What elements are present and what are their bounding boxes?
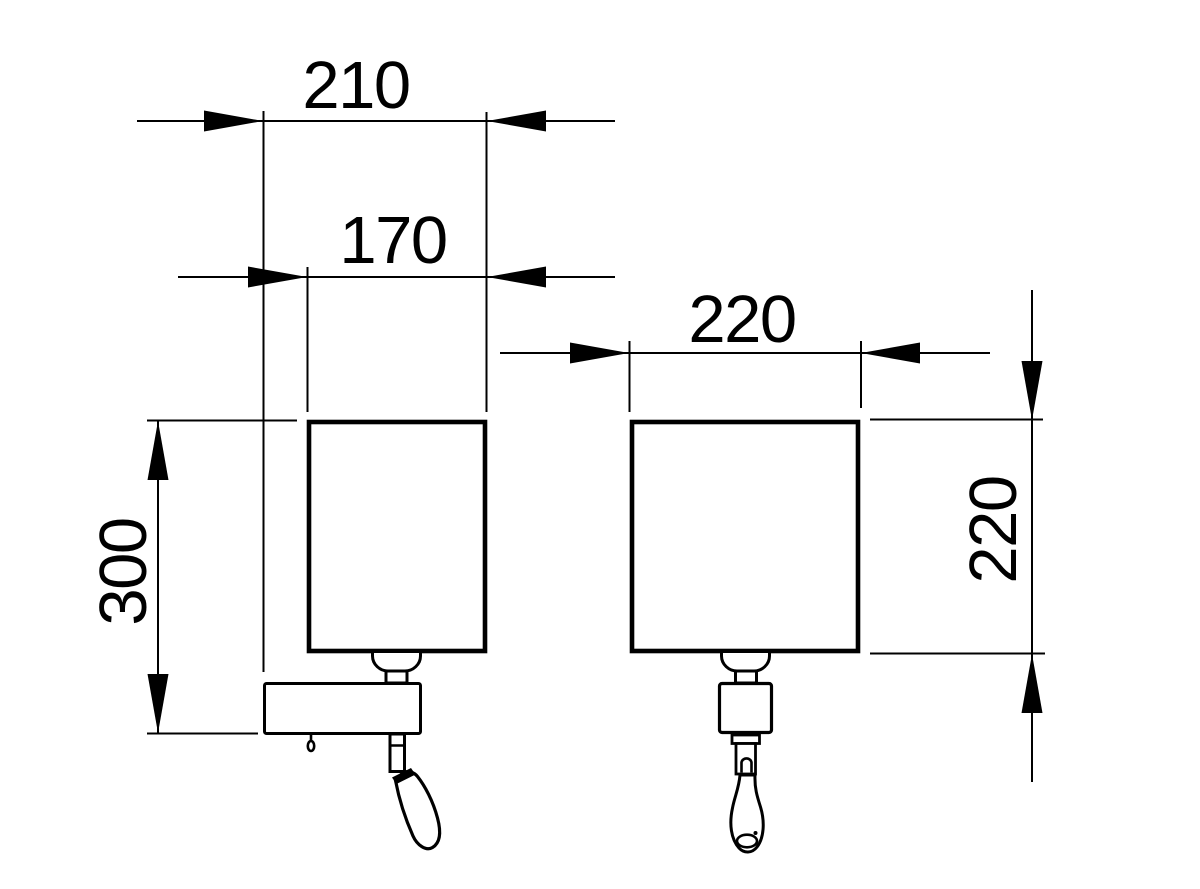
reading-light-pivot bbox=[392, 768, 416, 784]
socket-dome-side bbox=[371, 653, 422, 673]
shade-side-outline bbox=[306, 419, 488, 654]
toggle-switch bbox=[306, 735, 316, 753]
arrowhead-right-icon bbox=[570, 342, 629, 364]
arrowhead-down-icon bbox=[147, 674, 169, 733]
dimension-label-210: 210 bbox=[302, 48, 409, 123]
dimension-label-300: 300 bbox=[86, 518, 161, 625]
reading-light bbox=[388, 732, 442, 851]
arrowhead-up-icon bbox=[147, 421, 169, 480]
pull-handle-opening bbox=[735, 833, 759, 849]
socket-dome-front bbox=[720, 653, 771, 673]
front-view bbox=[629, 419, 861, 854]
dimension-170: 170 bbox=[178, 203, 615, 412]
socket-neck-side bbox=[384, 669, 409, 685]
dimension-label-170: 170 bbox=[339, 203, 446, 278]
arrowhead-up-icon bbox=[1021, 654, 1043, 713]
dimension-220-width: 220 bbox=[500, 282, 990, 412]
mounting-box bbox=[717, 681, 774, 735]
pull-switch bbox=[729, 733, 765, 854]
arrowhead-right-icon bbox=[204, 110, 263, 132]
dimension-210: 210 bbox=[137, 48, 615, 672]
shade-front-outline bbox=[629, 419, 861, 654]
reading-light-stem bbox=[388, 732, 406, 773]
pull-handle-dot bbox=[753, 831, 758, 835]
arrowhead-left-icon bbox=[487, 110, 546, 132]
arrowhead-left-icon bbox=[861, 342, 920, 364]
arrowhead-right-icon bbox=[248, 266, 307, 288]
dimension-label-220-width: 220 bbox=[688, 282, 795, 357]
pull-ring-detail bbox=[740, 757, 753, 773]
side-view bbox=[263, 419, 488, 851]
dimension-label-220-height: 220 bbox=[956, 476, 1031, 583]
arrowhead-left-icon bbox=[487, 266, 546, 288]
wall-bracket-box bbox=[263, 682, 422, 735]
dimension-220-height: 220 bbox=[870, 290, 1045, 782]
socket-neck-front bbox=[734, 669, 758, 685]
dimension-300: 300 bbox=[86, 419, 297, 735]
arrowhead-down-icon bbox=[1021, 361, 1043, 420]
